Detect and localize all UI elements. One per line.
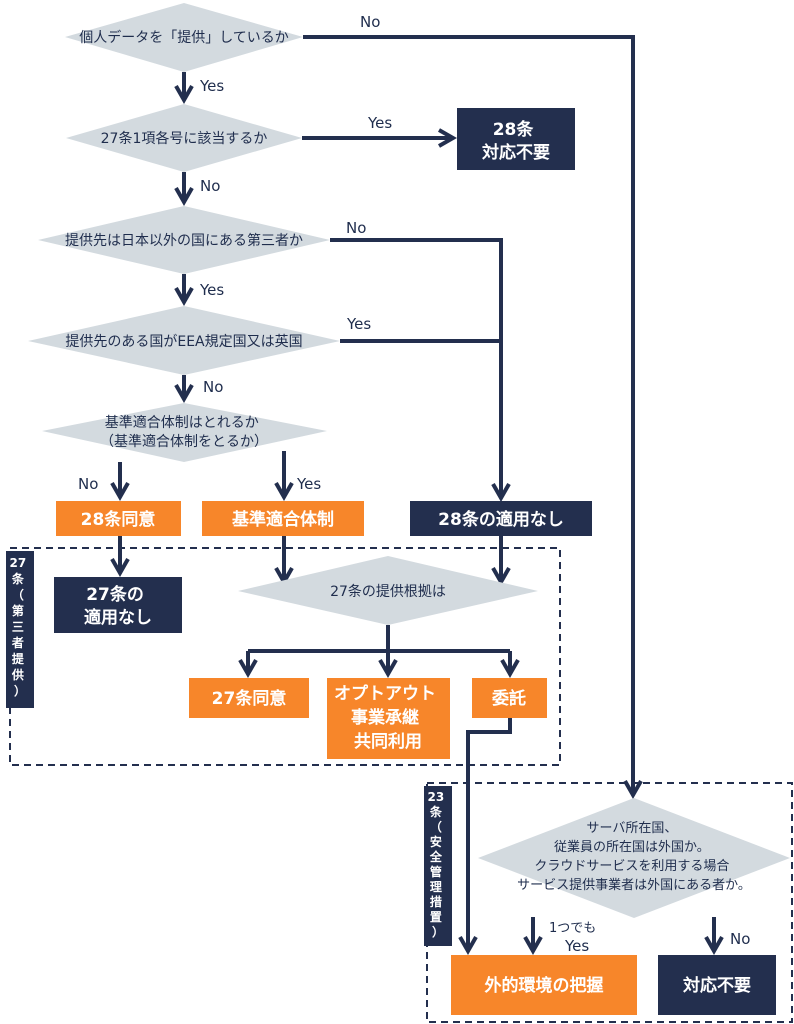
box-standard-system-text: 基準適合体制 (231, 509, 334, 530)
decision-foreign-environment-text: サーバ所在国、 従業員の所在国は外国か。 クラウドサービスを利用する場合 サービ… (517, 821, 751, 893)
box-28-consent (56, 501, 181, 536)
connector-d1-no (303, 35, 643, 800)
label-d7-yes: Yes (564, 937, 589, 955)
section-23-tab-text: 23 条 （ 安 全 管 理 措 置 ） (428, 790, 449, 939)
decision-provide-data (65, 3, 303, 72)
box-optout (327, 678, 450, 759)
box-foreign-environment-text: 外的環境の把握 (485, 975, 604, 996)
connector-entrust-foreign (458, 718, 512, 956)
section-27-tab (6, 551, 34, 708)
decision-eea-uk-text: 提供先のある国がEEA規定国又は英国 (65, 333, 302, 350)
box-28-no-action (457, 108, 575, 170)
box-28-not-applied-text: 28条の適用なし (438, 509, 564, 530)
box-entrust (472, 678, 547, 718)
box-no-action-text: 対応不要 (682, 975, 751, 996)
label-d5-no: No (78, 475, 98, 493)
label-d2-no: No (200, 177, 220, 195)
decision-standard-system (42, 403, 327, 462)
decision-article27-items (66, 104, 302, 172)
decision-provision-basis-text: 27条の提供根拠は (330, 583, 446, 600)
label-d3-no: No (346, 219, 366, 237)
box-27-not-applied (54, 577, 182, 633)
label-d4-yes: Yes (346, 315, 371, 333)
box-27-not-applied-text: 27条の 適用なし (84, 584, 152, 628)
box-28-consent-text: 28条同意 (81, 509, 156, 530)
decision-provide-data-text: 個人データを「提供」しているか (79, 29, 289, 46)
label-d3-yes: Yes (199, 281, 224, 299)
label-d1-yes: Yes (199, 77, 224, 95)
box-entrust-text: 委託 (491, 688, 526, 709)
decision-foreign-environment (478, 798, 790, 918)
decision-standard-system-text: 基準適合体制はとれるか （基準適合体制をとるか） (100, 414, 268, 450)
box-28-not-applied (410, 501, 592, 536)
label-d5-yes: Yes (296, 475, 321, 493)
label-d1-no: No (360, 13, 380, 31)
decision-article27-items-text: 27条1項各号に該当するか (101, 130, 268, 147)
box-standard-system (202, 501, 364, 536)
label-d7-no: No (730, 930, 750, 948)
box-optout-text: オプトアウト 事業承継 共同利用 (334, 683, 442, 752)
connector-d3-no (330, 238, 511, 503)
label-d7-any: 1つでも (549, 921, 596, 936)
section-23-tab (424, 786, 452, 946)
label-d2-yes: Yes (367, 114, 392, 132)
box-27-consent-text: 27条同意 (212, 688, 287, 709)
label-d4-no: No (203, 378, 223, 396)
box-no-action (658, 955, 776, 1015)
decision-provision-basis (238, 556, 538, 625)
decision-eea-uk (28, 306, 340, 375)
section-27-tab-text: 27 条 （ 第 三 者 提 供 ） (10, 556, 31, 698)
box-28-no-action-text: 28条 対応不要 (481, 119, 550, 163)
section-23-frame (426, 782, 793, 1023)
box-foreign-environment (451, 955, 637, 1015)
decision-foreign-third-party (38, 206, 330, 274)
decision-foreign-third-party-text: 提供先は日本以外の国にある第三者か (65, 232, 303, 249)
box-27-consent (189, 678, 309, 718)
